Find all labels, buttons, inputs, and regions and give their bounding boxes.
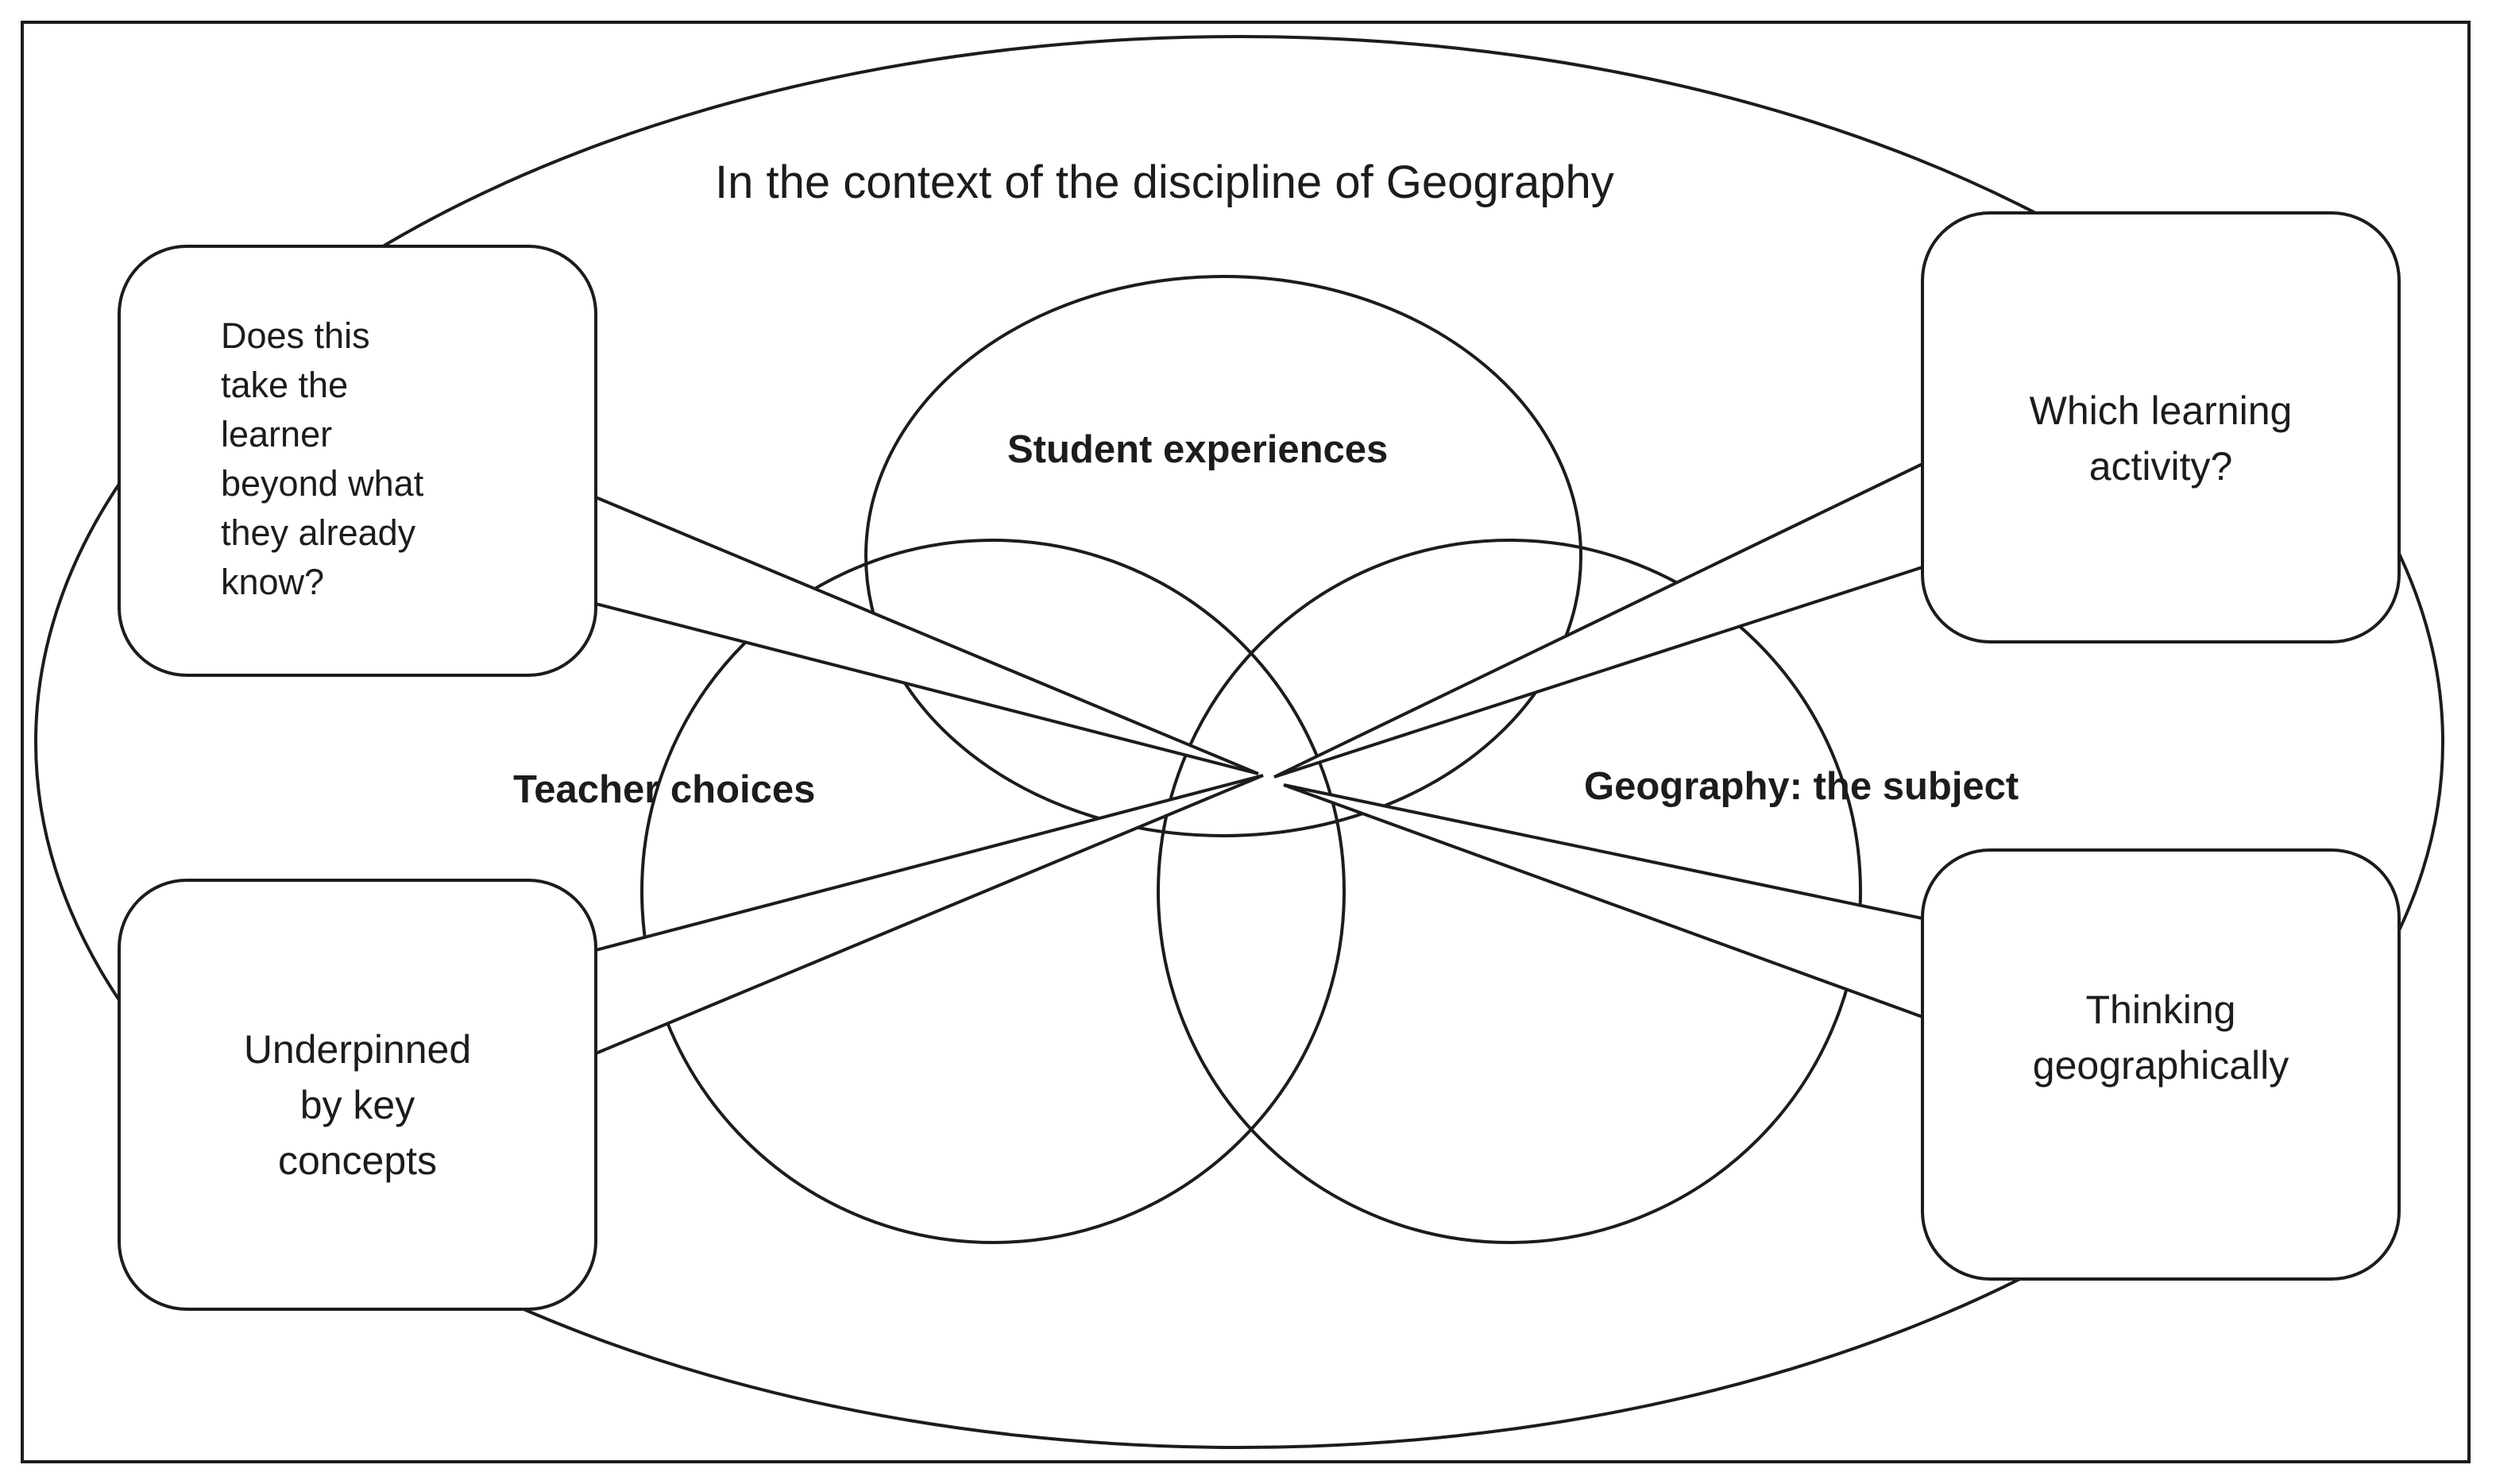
callout-text-bottom-right: Thinking geographically (2032, 987, 2289, 1088)
callout-box-bottom-left (118, 879, 597, 1311)
callout-box-bottom-right (1921, 848, 2401, 1281)
pointer-top-right (1273, 461, 1924, 779)
geography-subject-label: Geography: the subject (1584, 765, 2019, 808)
teacher-choices-label: Teacher choices (513, 768, 816, 811)
callout-text-top-left: Does this take the learner beyond what t… (221, 315, 424, 602)
callout-box-top-right (1921, 211, 2401, 643)
student-experiences-circle (864, 275, 1582, 837)
context-title: In the context of the discipline of Geog… (715, 157, 1614, 208)
callout-box-top-left (118, 245, 597, 677)
pointer-top-left (594, 494, 1259, 775)
pointer-bottom-left (594, 774, 1264, 1056)
callout-text-bottom-left: Underpinned by key concepts (243, 1027, 472, 1183)
context-ellipse (34, 35, 2444, 1449)
teacher-choices-circle (640, 539, 1346, 1244)
geography-subject-circle (1157, 539, 1862, 1244)
student-experiences-label: Student experiences (1007, 428, 1389, 471)
outer-frame (21, 21, 2471, 1463)
pointer-bottom-right (1283, 783, 1924, 1019)
callout-text-top-right: Which learning activity? (2029, 388, 2293, 489)
